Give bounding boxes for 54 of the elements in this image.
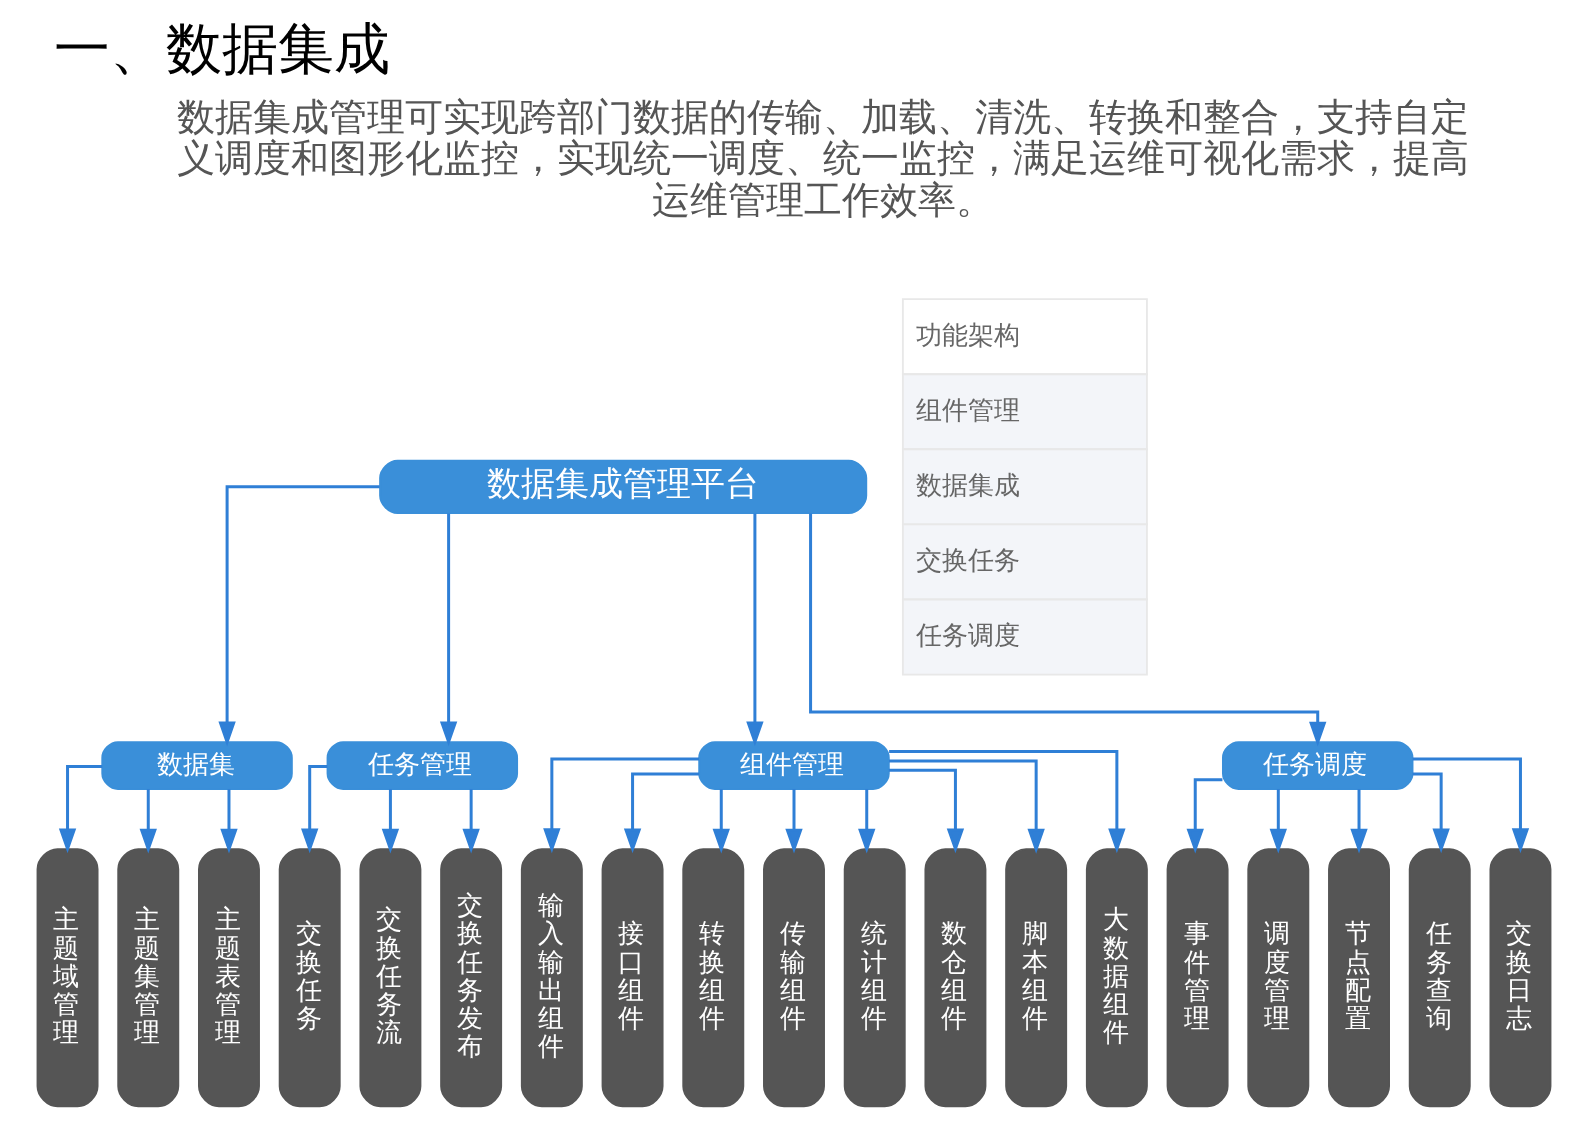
label: 交换任务 bbox=[915, 544, 1020, 575]
node-box: 输入输出组件 bbox=[520, 848, 583, 1108]
arrow bbox=[219, 789, 238, 854]
node-box: 交换任务流 bbox=[358, 848, 421, 1108]
arrow bbox=[1186, 778, 1222, 854]
node-box: 交换任务发布 bbox=[439, 848, 502, 1108]
arrow bbox=[1269, 789, 1287, 854]
arrow bbox=[1412, 772, 1450, 854]
arrow bbox=[300, 765, 327, 854]
arrow bbox=[139, 789, 157, 854]
node-box: 任务查询 bbox=[1408, 848, 1471, 1108]
label: 功能架构 bbox=[915, 319, 1020, 350]
arrow bbox=[439, 513, 457, 747]
node-box: 主题表管理 bbox=[197, 848, 260, 1108]
arrow bbox=[888, 750, 1126, 854]
node-box: 大数据组件 bbox=[1085, 848, 1148, 1108]
node-box: 脚本组件 bbox=[1004, 848, 1067, 1108]
node-box: 主题集管理 bbox=[116, 848, 179, 1108]
node-box: 事件管理 bbox=[1166, 848, 1229, 1108]
node-box: 调度管理 bbox=[1246, 848, 1309, 1108]
arrow bbox=[712, 789, 730, 854]
node-box: 统计组件 bbox=[843, 848, 906, 1108]
arrow bbox=[745, 513, 764, 747]
node-box: 主题域管理 bbox=[36, 848, 98, 1108]
arrow bbox=[217, 485, 380, 747]
arrow bbox=[784, 789, 803, 854]
arrow bbox=[808, 513, 1326, 747]
node-box: 任务调度 bbox=[1221, 741, 1413, 790]
arrow bbox=[58, 765, 102, 854]
node-box: 交换任务 bbox=[278, 848, 341, 1108]
node-box: 数仓组件 bbox=[923, 848, 986, 1108]
label: 组件管理 bbox=[915, 394, 1020, 425]
node-box: 节点配置 bbox=[1327, 848, 1390, 1108]
label: 任务调度 bbox=[915, 619, 1020, 650]
node-box: 任务管理 bbox=[326, 741, 518, 790]
diagram-title: 一、数据集成 bbox=[53, 16, 390, 82]
arrow bbox=[1412, 757, 1529, 854]
node-box: 转换组件 bbox=[681, 848, 744, 1108]
arrow bbox=[888, 768, 964, 854]
arrow bbox=[542, 757, 699, 854]
node-box: 传输组件 bbox=[762, 848, 825, 1108]
node-box: 数据集 bbox=[100, 741, 293, 790]
arrow bbox=[381, 789, 399, 854]
arrow bbox=[623, 772, 699, 854]
arrow bbox=[888, 759, 1045, 854]
label: 数据集成 bbox=[915, 469, 1020, 500]
arrow bbox=[461, 789, 480, 854]
arrow bbox=[857, 789, 875, 854]
node-box: 接口组件 bbox=[601, 848, 664, 1108]
node-box: 组件管理 bbox=[697, 741, 890, 790]
label: 数据集成管理可实现跨部门数据的传输、加载、清洗、转换和整合，支持自定义调度和图形化监控，实现统一调度、统一监控，满足运维可视化需求，提高运维管理工作效率。 bbox=[176, 95, 1469, 222]
node-box: 交换日志 bbox=[1489, 848, 1551, 1108]
arrow bbox=[1349, 789, 1368, 854]
node-box: 数据集成管理平台 bbox=[378, 459, 867, 515]
